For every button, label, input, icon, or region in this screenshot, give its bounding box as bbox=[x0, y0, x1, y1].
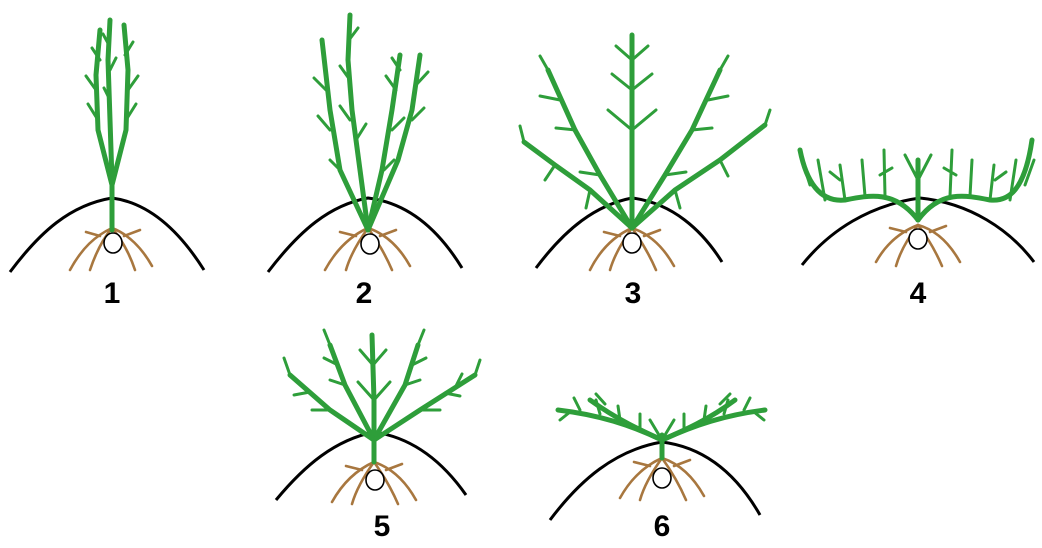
tuber bbox=[366, 470, 384, 490]
plant-6: 6 bbox=[550, 394, 765, 543]
plant-label-2: 2 bbox=[356, 277, 373, 310]
plant-2: 2 bbox=[268, 15, 462, 310]
foliage bbox=[558, 394, 765, 458]
plant-label-4: 4 bbox=[910, 277, 927, 310]
foliage bbox=[800, 140, 1034, 220]
plant-label-6: 6 bbox=[654, 510, 671, 543]
tuber bbox=[623, 233, 641, 253]
plant-3: 3 bbox=[520, 35, 770, 310]
plant-label-5: 5 bbox=[374, 510, 391, 543]
foliage bbox=[284, 330, 480, 462]
tuber bbox=[104, 233, 122, 253]
tuber bbox=[361, 234, 379, 254]
plant-5: 5 bbox=[276, 330, 480, 543]
foliage bbox=[86, 20, 138, 230]
plant-label-3: 3 bbox=[625, 277, 642, 310]
plant-label-1: 1 bbox=[104, 277, 121, 310]
tuber bbox=[909, 229, 927, 249]
plant-1: 1 bbox=[10, 20, 204, 310]
tuber bbox=[653, 468, 671, 488]
plant-4: 4 bbox=[800, 140, 1034, 310]
